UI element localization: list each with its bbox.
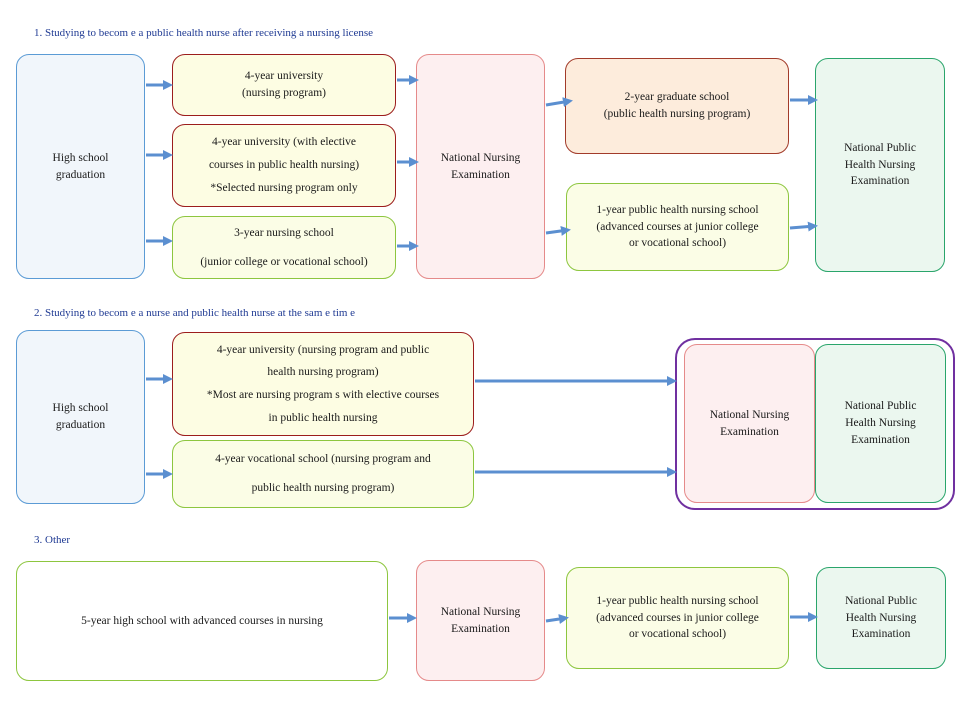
node-text-line: National Nursing (440, 151, 521, 164)
node-text-line: graduation (55, 419, 106, 431)
node-text-line: National Nursing (440, 605, 521, 618)
node-text-line: or vocational school) (628, 628, 727, 641)
s3-5yr-high-school-box: 5-year high school with advanced courses… (16, 561, 388, 681)
node-text-line: *Most are nursing program s with electiv… (206, 389, 440, 401)
arrow (545, 614, 569, 624)
node-text-line: Examination (851, 433, 910, 446)
node-text-line: (advanced courses at junior college (596, 220, 759, 233)
section-3-title: 3. Other (34, 534, 71, 546)
node-text-line: Examination (850, 175, 910, 188)
node-text-line: High school (52, 402, 109, 415)
node-text-line: or vocational school) (628, 237, 727, 250)
s1-1yr-phn-school-box: 1-year public health nursing school (adva… (566, 183, 789, 271)
node-text-line: Examination (851, 628, 911, 641)
s3-1yr-phn-school-box: 1-year public health nursing school (adva… (566, 567, 789, 669)
node-text-line: 1-year public health nursing school (596, 203, 759, 216)
s2-4yr-university-box: 4-year university (nursing program and p… (172, 332, 474, 436)
node-text-line: High school (52, 151, 109, 164)
node-text-line: Examination (451, 622, 510, 635)
s2-high-school-box: High school graduation (16, 330, 145, 504)
node-text-line: 3-year nursing school (234, 226, 334, 239)
node-text-line: National Public (844, 400, 917, 413)
s1-3yr-nursing-school-box: 3-year nursing school (junior college or … (172, 216, 396, 279)
s2-4yr-vocational-school-box: 4-year vocational school (nursing progra… (172, 440, 474, 508)
s2-combined-exam-frame (675, 338, 955, 510)
node-text-line: Examination (451, 168, 510, 181)
arrow (545, 225, 571, 236)
node-text-line: (advanced courses in junior college (596, 611, 759, 624)
node-text-line: 1-year public health nursing school (596, 594, 759, 607)
node-text-line: 5-year high school with advanced courses… (81, 614, 323, 627)
s1-4yr-university-box: 4-year university (nursing program) (172, 54, 396, 116)
node-text-line: 4-year vocational school (nursing progra… (215, 453, 431, 466)
node-text-line: health nursing program) (267, 366, 379, 379)
node-text-line: 4-year university (nursing program and p… (216, 343, 430, 356)
node-text-line: public health nursing program) (251, 482, 395, 494)
node-text-line: 4-year university (with elective (211, 136, 356, 149)
node-text-line: Health Nursing (844, 158, 916, 171)
arrow (789, 221, 818, 232)
node-text-line: (nursing program) (242, 87, 326, 99)
node-text-line: National Public (845, 594, 917, 607)
node-text-line: in public health nursing (268, 411, 378, 424)
section-1-title: 1. Studying to becom e a public health n… (34, 27, 374, 39)
section-2-title: 2. Studying to becom e a nurse and publi… (34, 307, 356, 319)
s1-4yr-university-elective-box: 4-year university (with elective courses … (172, 124, 396, 207)
s1-2yr-graduate-school-box: 2-year graduate school (public health nur… (565, 58, 789, 154)
node-text-line: courses in public health nursing) (208, 159, 360, 172)
node-text-line: National Nursing (709, 408, 790, 421)
node-text-line: 2-year graduate school (624, 91, 730, 104)
node-text-line: Health Nursing (845, 417, 916, 430)
node-text-line: *Selected nursing program only (210, 181, 358, 194)
node-text-line: (public health nursing program) (603, 108, 751, 120)
node-text-line: Examination (720, 425, 779, 438)
node-text-line: Health Nursing (845, 611, 917, 624)
node-text-line: graduation (55, 168, 106, 181)
node-text-line: 4-year university (244, 70, 324, 83)
s1-high-school-box: High school graduation (16, 54, 145, 279)
node-text-line: National Public (844, 141, 916, 154)
node-text-line: (junior college or vocational school) (200, 255, 368, 268)
